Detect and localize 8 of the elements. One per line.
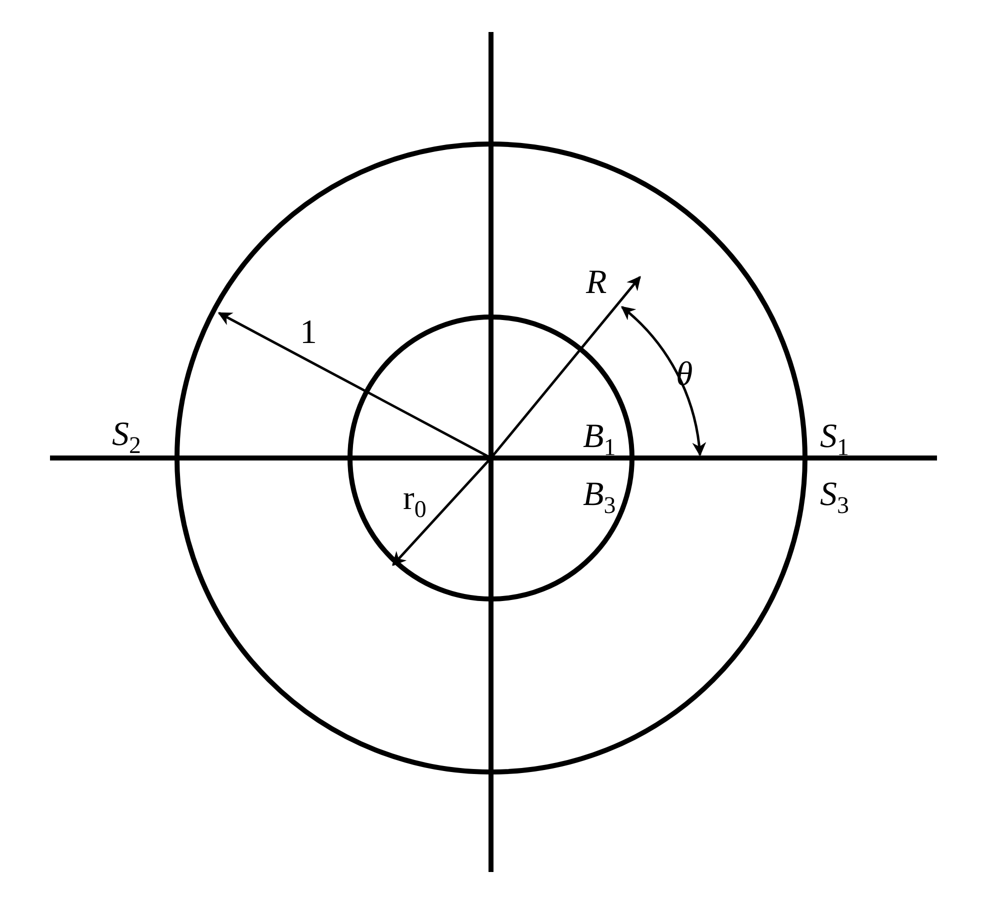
point-label: B$_{1}$ xyxy=(583,420,616,460)
point-label: S$_{1}$ xyxy=(820,420,849,460)
radius-label: R xyxy=(586,266,607,300)
point-label: B$_{3}$ xyxy=(583,478,616,518)
radius-label: 1 xyxy=(300,316,317,350)
radius-label: r$_{0}$ xyxy=(403,482,426,522)
point-label: S$_{3}$ xyxy=(820,478,849,518)
point-label: S$_{2}$ xyxy=(112,418,141,458)
